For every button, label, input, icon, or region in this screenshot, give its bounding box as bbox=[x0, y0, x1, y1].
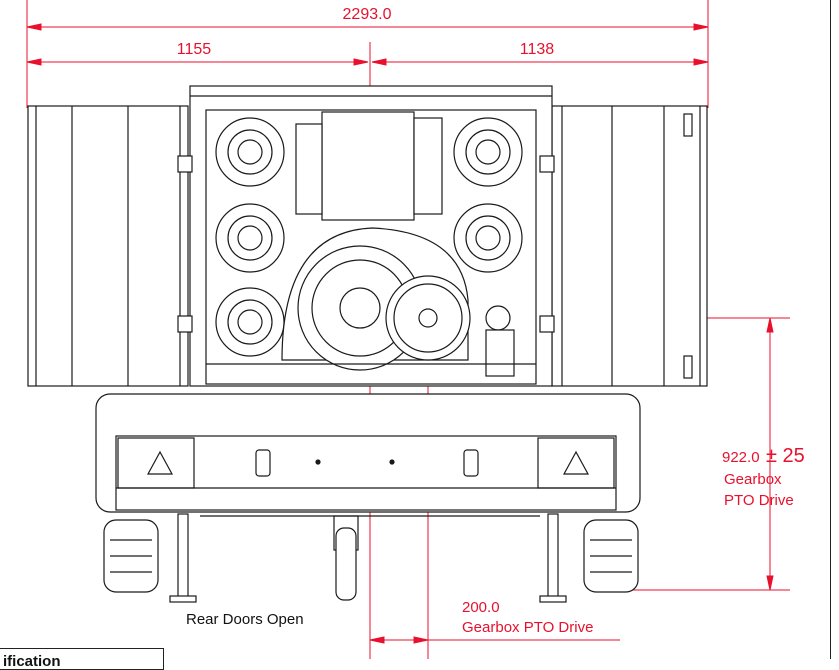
pto-height-desc-line1: Gearbox bbox=[724, 471, 782, 488]
overall-width-label: 2293.0 bbox=[343, 6, 392, 23]
pto-offset-desc: Gearbox PTO Drive bbox=[462, 619, 593, 636]
spec-box: ification bbox=[0, 648, 164, 670]
left-half-width-label: 1155 bbox=[177, 41, 212, 58]
overall-width-dimension bbox=[26, 0, 709, 108]
pto-height-label: 922.0 ± 25 bbox=[722, 445, 805, 467]
generator-body bbox=[27, 85, 708, 387]
trailer-chassis bbox=[95, 393, 641, 603]
pto-offset-dimension bbox=[369, 636, 620, 644]
right-border-frame bbox=[830, 0, 839, 659]
caption-rear-doors-open: Rear Doors Open bbox=[186, 611, 304, 628]
pto-offset-value: 200.0 bbox=[462, 599, 500, 616]
half-width-dimensions bbox=[26, 58, 709, 66]
pto-height-desc-line2: PTO Drive bbox=[724, 492, 794, 509]
spec-box-title: ification bbox=[3, 653, 61, 670]
right-half-width-label: 1138 bbox=[520, 41, 555, 58]
